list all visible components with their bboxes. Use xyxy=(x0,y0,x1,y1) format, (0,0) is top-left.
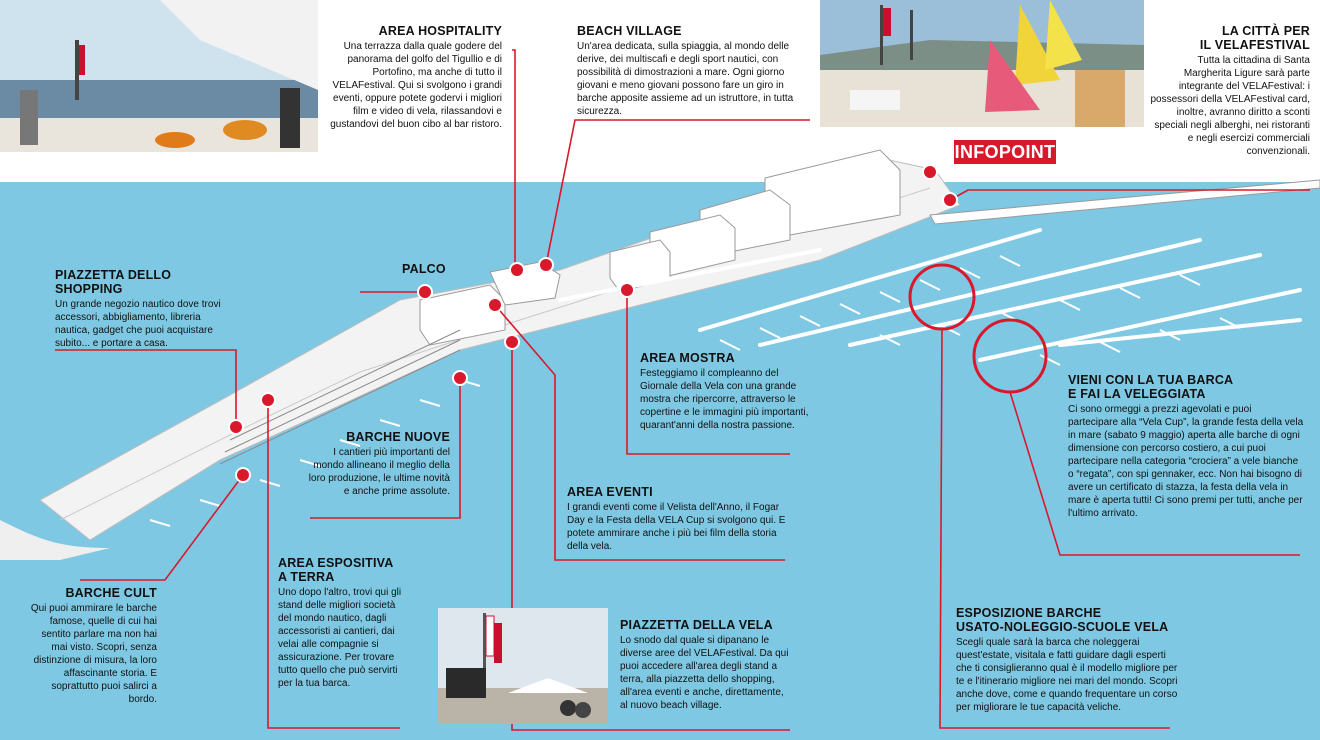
pin-barche-nuove xyxy=(452,370,468,386)
esposizione-title-line2: USATO-NOLEGGIO-SCUOLE VELA xyxy=(956,620,1169,634)
shore xyxy=(0,520,110,560)
beach-village-text: Un'area dedicata, sulla spiaggia, al mon… xyxy=(577,41,794,117)
shopping-title: PIAZZETTA DELLO SHOPPING xyxy=(55,268,172,296)
citta-title-line1: LA CITTÀ PER xyxy=(1221,24,1310,38)
hospitality-photo xyxy=(0,0,318,152)
pin-area-eventi xyxy=(504,334,520,350)
barche-cult-title: BARCHE CULT xyxy=(65,586,157,600)
location-pins xyxy=(228,164,958,483)
palco-title: PALCO xyxy=(402,262,446,276)
palco-block: PALCO xyxy=(402,262,462,276)
buildings xyxy=(419,149,901,346)
veleggiata-title-line2: E FAI LA VELEGGIATA xyxy=(1068,387,1206,401)
shopping-block: PIAZZETTA DELLO SHOPPING Un grande negoz… xyxy=(55,268,235,350)
pontoons xyxy=(558,228,1302,362)
area-espositiva-title-line1: AREA ESPOSITIVA xyxy=(278,556,394,570)
barche-nuove-text: I cantieri più importanti del mondo alli… xyxy=(308,447,450,497)
veleggiata-text: Ci sono ormeggi a prezzi agevolati e puo… xyxy=(1068,404,1304,519)
area-espositiva-block: AREA ESPOSITIVA A TERRA Uno dopo l'altro… xyxy=(278,556,404,690)
breakwater xyxy=(929,179,1320,225)
infopoint-badge: INFOPOINT xyxy=(954,140,1056,164)
area-eventi-block: AREA EVENTI I grandi eventi come il Veli… xyxy=(567,485,787,553)
barche-nuove-block: BARCHE NUOVE I cantieri più importanti d… xyxy=(308,430,450,498)
pin-infopoint-1 xyxy=(922,164,938,180)
esposizione-title-line1: ESPOSIZIONE BARCHE xyxy=(956,606,1102,620)
pin-area-mostra xyxy=(619,282,635,298)
piazzetta-vela-title: PIAZZETTA DELLA VELA xyxy=(620,618,773,632)
citta-block: LA CITTÀ PER IL VELAFESTIVAL Tutta la ci… xyxy=(1150,24,1310,158)
piazzetta-vela-photo xyxy=(438,608,608,724)
veleggiata-block: VIENI CON LA TUA BARCA E FAI LA VELEGGIA… xyxy=(1068,373,1304,520)
area-espositiva-title-line2: A TERRA xyxy=(278,570,335,584)
pin-beach-village xyxy=(538,257,554,273)
pin-palco xyxy=(417,284,433,300)
citta-text: Tutta la cittadina di Santa Margherita L… xyxy=(1150,55,1310,157)
area-mostra-text: Festeggiamo il compleanno del Giornale d… xyxy=(640,368,809,431)
esposizione-block: ESPOSIZIONE BARCHE USATO-NOLEGGIO-SCUOLE… xyxy=(956,606,1181,714)
citta-title-line2: IL VELAFESTIVAL xyxy=(1199,38,1310,52)
barche-cult-block: BARCHE CULT Qui puoi ammirare le barche … xyxy=(30,586,157,706)
area-mostra-title: AREA MOSTRA xyxy=(640,351,735,365)
beach-village-photo xyxy=(820,0,1144,127)
area-eventi-text: I grandi eventi come il Velista dell'Ann… xyxy=(567,502,786,552)
veleggiata-title-line1: VIENI CON LA TUA BARCA xyxy=(1068,373,1234,387)
piazzetta-vela-block: PIAZZETTA DELLA VELA Lo snodo dal quale … xyxy=(620,618,790,712)
barche-nuove-title: BARCHE NUOVE xyxy=(346,430,450,444)
esposizione-text: Scegli quale sarà la barca che noleggera… xyxy=(956,637,1178,713)
shopping-text: Un grande negozio nautico dove trovi acc… xyxy=(55,299,221,349)
leader-lines xyxy=(55,49,1310,731)
piazzetta-vela-text: Lo snodo dal quale si dipanano le divers… xyxy=(620,635,789,711)
pin-shopping xyxy=(228,419,244,435)
area-eventi-title: AREA EVENTI xyxy=(567,485,653,499)
pin-barche-cult xyxy=(235,467,251,483)
beach-village-block: BEACH VILLAGE Un'area dedicata, sulla sp… xyxy=(577,24,807,118)
beach-village-title: BEACH VILLAGE xyxy=(577,24,682,38)
area-hospitality-text: Una terrazza dalla quale godere del pano… xyxy=(330,41,502,130)
area-espositiva-text: Uno dopo l'altro, trovi qui gli stand de… xyxy=(278,587,402,689)
area-hospitality-title: AREA HOSPITALITY xyxy=(378,24,502,38)
pin-infopoint-2 xyxy=(942,192,958,208)
area-hospitality-block: AREA HOSPITALITY Una terrazza dalla qual… xyxy=(330,24,502,131)
area-mostra-block: AREA MOSTRA Festeggiamo il compleanno de… xyxy=(640,351,810,432)
pin-hospitality xyxy=(509,262,525,278)
barche-cult-text: Qui puoi ammirare le barche famose, quel… xyxy=(30,603,157,705)
pin-piazzetta-vela xyxy=(487,297,503,313)
pin-espositiva xyxy=(260,392,276,408)
